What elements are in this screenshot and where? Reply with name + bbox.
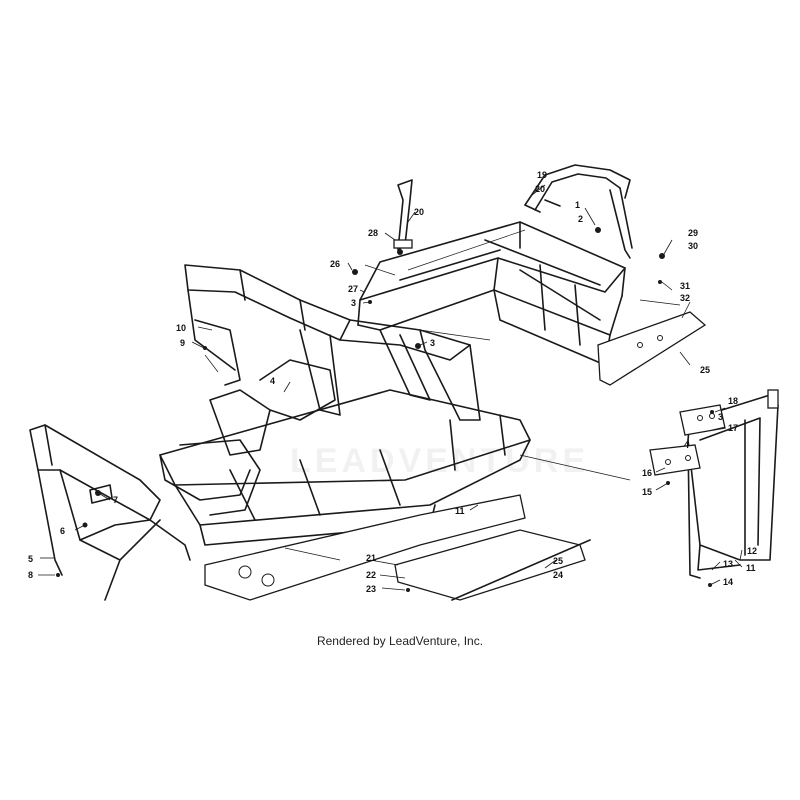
callout-20-top: 20	[535, 184, 545, 194]
callout-9: 9	[180, 338, 185, 348]
callout-3-right: 3	[718, 412, 723, 422]
watermark: LEADVENTURE	[290, 442, 589, 480]
callout-13: 13	[723, 559, 733, 569]
roll-bar	[524, 164, 633, 259]
callout-1: 1	[575, 200, 580, 210]
front-bumper	[29, 424, 191, 601]
callout-21: 21	[366, 553, 376, 563]
main-frame	[159, 221, 626, 546]
callout-6: 6	[60, 526, 65, 536]
callout-10: 10	[176, 323, 186, 333]
callout-14: 14	[723, 577, 733, 587]
callout-4-right: 4	[684, 440, 689, 450]
callout-17: 17	[728, 423, 738, 433]
callout-15: 15	[642, 487, 652, 497]
callout-20-bracket: 20	[414, 207, 424, 217]
callout-3-left: 3	[351, 298, 356, 308]
callout-29: 29	[688, 228, 698, 238]
callouts: 1 2 3 3 3 4 4 5 6 7 8 9 10 11 11 12 13 1…	[28, 170, 757, 594]
callout-7: 7	[113, 495, 118, 505]
callout-19: 19	[537, 170, 547, 180]
callout-24: 24	[553, 570, 563, 580]
callout-3-center: 3	[430, 338, 435, 348]
callout-31: 31	[680, 281, 690, 291]
callout-22: 22	[366, 570, 376, 580]
callout-11-right: 11	[746, 563, 756, 573]
callout-32: 32	[680, 293, 690, 303]
callout-8: 8	[28, 570, 33, 580]
render-credit: Rendered by LeadVenture, Inc.	[316, 634, 484, 648]
support-bracket	[393, 179, 413, 251]
skid-plates	[204, 311, 707, 601]
callout-12: 12	[747, 546, 757, 556]
callout-25-right: 25	[700, 365, 710, 375]
callout-4-left: 4	[270, 376, 275, 386]
callout-16: 16	[642, 468, 652, 478]
callout-5: 5	[28, 554, 33, 564]
leader-lines	[38, 184, 743, 591]
callout-25-bottom: 25	[553, 556, 563, 566]
callout-27: 27	[348, 284, 358, 294]
callout-23: 23	[366, 584, 376, 594]
callout-11-center: 11	[455, 506, 465, 516]
callout-30: 30	[688, 241, 698, 251]
callout-18: 18	[728, 396, 738, 406]
hardware-bolts	[56, 227, 714, 592]
callout-28: 28	[368, 228, 378, 238]
callout-2: 2	[578, 214, 583, 224]
callout-26: 26	[330, 259, 340, 269]
